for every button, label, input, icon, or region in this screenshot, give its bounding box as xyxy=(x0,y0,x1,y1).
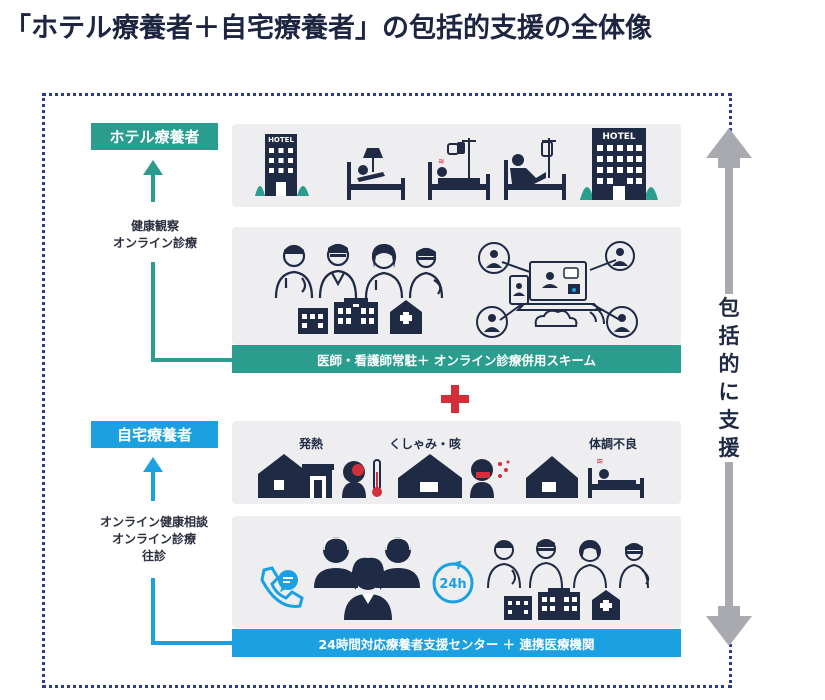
symptom-fever-label: 発熱 xyxy=(299,437,324,451)
svg-text:≋: ≋ xyxy=(596,457,604,467)
hotel-scheme-banner: 医師・看護師常駐＋ オンライン診療併用スキーム xyxy=(232,345,681,373)
phone-chat-icon xyxy=(260,566,304,608)
clinic-buildings-icon xyxy=(298,298,422,334)
symptom-sneeze-cough-label: くしゃみ・咳 xyxy=(389,437,462,451)
call-center-operators-icon xyxy=(314,537,420,620)
red-plus-icon xyxy=(441,385,469,413)
bed-iv-drip-icon: ≋ xyxy=(428,138,490,200)
comprehensive-support-vertical-label: 包 括 的 に 支 援 xyxy=(712,294,746,462)
medical-staff-group-icon xyxy=(274,243,444,299)
hotel-patients-label: ホテル療養者 xyxy=(91,123,218,150)
home-patients-label: 自宅療養者 xyxy=(91,421,218,448)
house-fever-icon xyxy=(258,454,382,498)
svg-text:HOTEL: HOTEL xyxy=(602,132,635,142)
medical-staff-group-icon-2 xyxy=(487,539,650,589)
bed-lamp-icon xyxy=(347,148,405,200)
svg-text:≋: ≋ xyxy=(438,157,445,166)
hotel-services-text: 健康観察 オンライン診療 xyxy=(112,219,197,250)
clinic-buildings-icon-2 xyxy=(504,588,620,620)
24h-clock-icon: 24h xyxy=(432,560,474,604)
online-consultation-network-icon xyxy=(476,241,638,338)
page-title: 「ホテル療養者＋自宅療養者」の包括的支援の全体像 xyxy=(4,13,652,44)
symptom-unwell-label: 体調不良 xyxy=(589,437,638,451)
hotel-building-icon: HOTEL xyxy=(255,134,309,196)
svg-text:24h: 24h xyxy=(439,577,466,592)
house-bed-unwell-icon: ≋ xyxy=(526,456,644,498)
hotel-building-large-icon: HOTEL xyxy=(580,128,658,200)
house-cough-icon xyxy=(398,454,510,498)
home-support-banner: 24時間対応療養者支援センター ＋ 連携医療機関 xyxy=(232,629,681,657)
home-services-text: オンライン健康相談 オンライン診療 往診 xyxy=(99,515,208,563)
svg-text:HOTEL: HOTEL xyxy=(268,136,294,144)
bed-patient-iv-icon xyxy=(504,138,566,200)
